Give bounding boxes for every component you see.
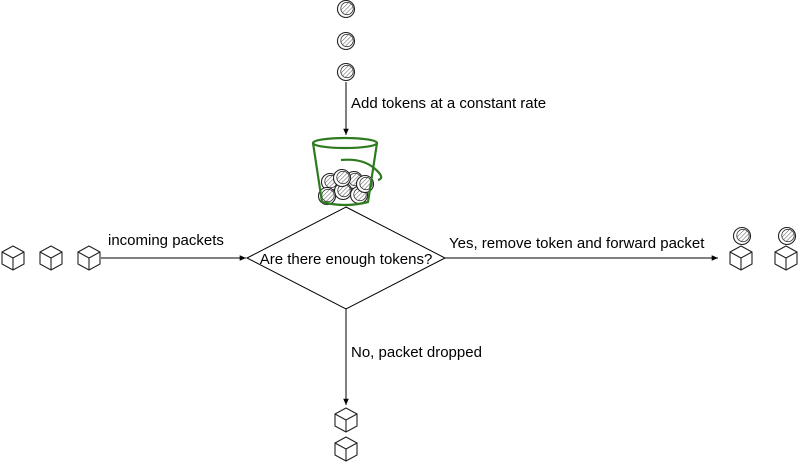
cube-icon <box>334 407 358 433</box>
coin-icon <box>336 31 356 51</box>
incoming-packets-label: incoming packets <box>108 232 224 249</box>
cube-icon <box>774 245 798 271</box>
cube-icon <box>334 436 358 462</box>
no-branch-label: No, packet dropped <box>351 344 482 361</box>
cube-icon <box>729 245 753 271</box>
coin-icon <box>777 226 797 246</box>
add-tokens-label: Add tokens at a constant rate <box>351 95 546 112</box>
decision-label: Are there enough tokens? <box>260 251 433 268</box>
cube-icon <box>1 245 25 271</box>
coin-icon <box>732 226 752 246</box>
cube-icon <box>77 245 101 271</box>
coin-icon <box>336 62 356 82</box>
forwarded-packet <box>729 226 753 271</box>
bucket-icon <box>311 136 383 207</box>
coin-icon <box>336 0 356 19</box>
forwarded-packet <box>774 226 798 271</box>
yes-branch-label: Yes, remove token and forward packet <box>449 235 705 252</box>
cube-icon <box>39 245 63 271</box>
